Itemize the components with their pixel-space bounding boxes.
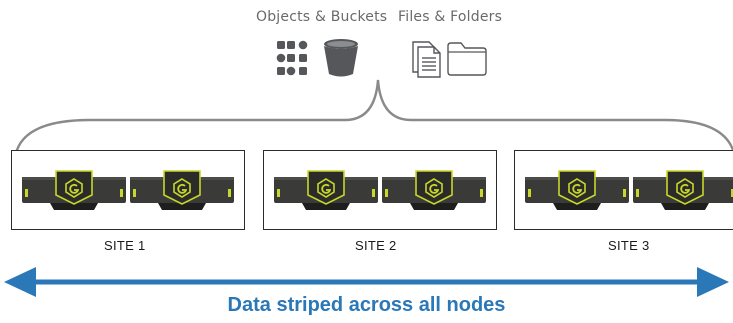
site-2-label: SITE 2 [355,238,397,253]
site-1-box [11,150,245,230]
grouping-brace [15,79,733,152]
storage-node [633,170,733,210]
folder-icon [447,42,487,76]
objects-buckets-label: Objects & Buckets [256,9,388,25]
site-1-label: SITE 1 [104,238,146,253]
site-3-box [514,150,733,230]
caption: Data striped across all nodes [227,294,506,316]
bucket-icon [324,39,358,77]
site-3-label: SITE 3 [608,238,650,253]
files-folders-label: Files & Folders [398,9,503,25]
objects-grid-icon [276,40,308,76]
storage-node [130,170,234,210]
storage-node [525,170,629,210]
files-icon [412,41,441,78]
storage-node [382,170,486,210]
storage-node [22,170,126,210]
double-arrow [4,267,729,297]
site-2-box [263,150,497,230]
storage-node [274,170,378,210]
